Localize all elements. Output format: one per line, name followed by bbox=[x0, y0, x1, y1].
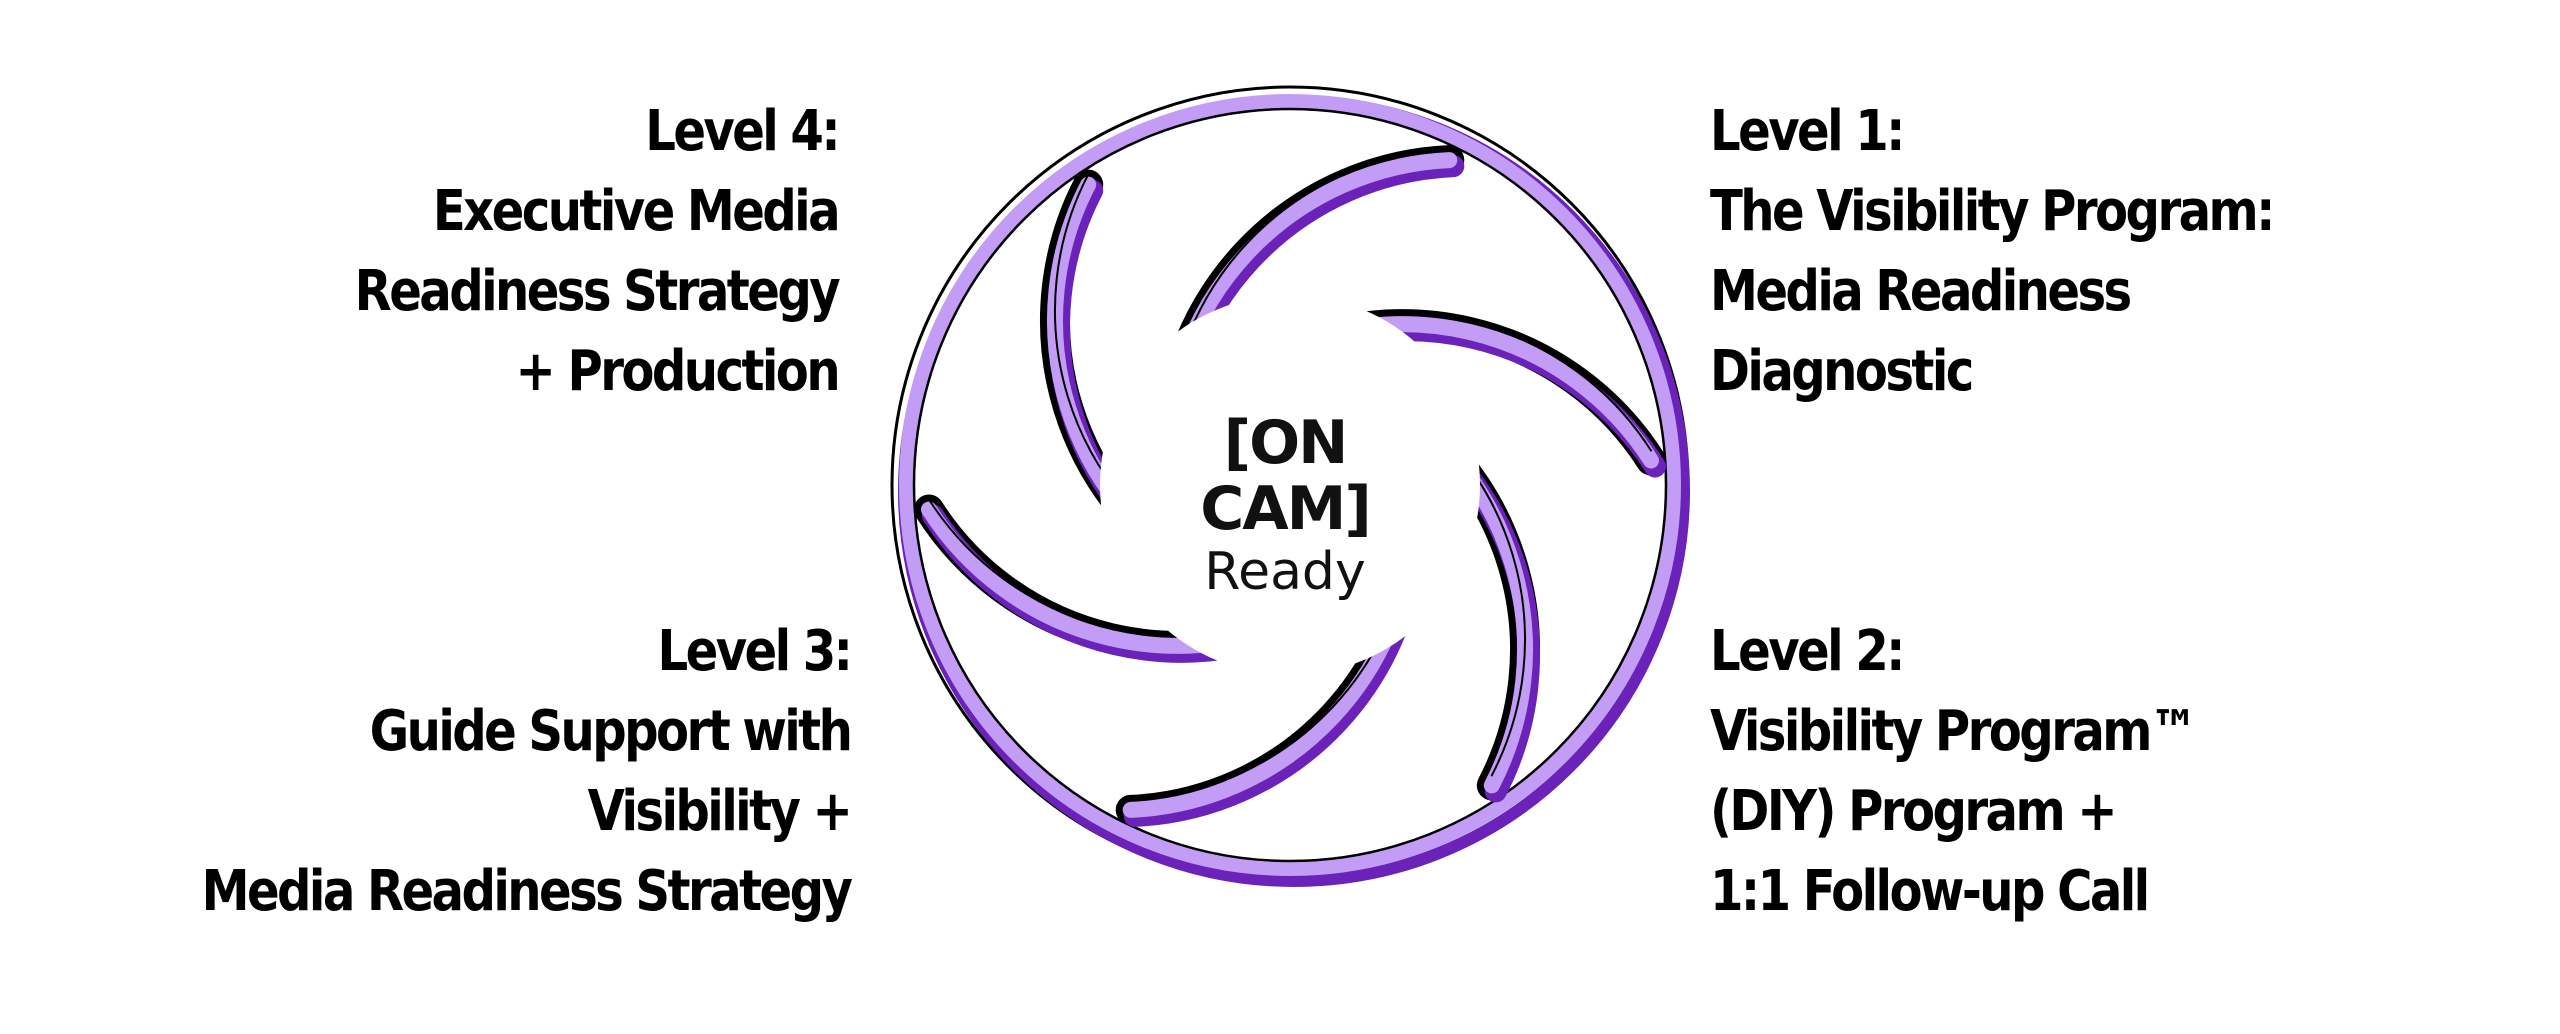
level-2-line-2: (DIY) Program + bbox=[1710, 779, 2118, 844]
level-4-line-1: Executive Media bbox=[432, 179, 841, 244]
outer-ring-light bbox=[899, 94, 1681, 876]
level-3-line-3: Media Readiness Strategy bbox=[201, 859, 852, 924]
level-1-label: Level 1: The Visibility Program: Media R… bbox=[1710, 92, 2275, 412]
level-2-line-3: 1:1 Follow-up Call bbox=[1710, 859, 2150, 924]
level-3-heading: Level 3: bbox=[657, 619, 852, 684]
level-2-heading: Level 2: bbox=[1710, 619, 1905, 684]
level-4-line-2: Readiness Strategy bbox=[354, 259, 841, 324]
aperture-blades bbox=[914, 145, 1666, 827]
level-4-heading: Level 4: bbox=[645, 99, 840, 164]
level-3-line-1: Guide Support with bbox=[369, 699, 852, 764]
level-1-line-2: Media Readiness bbox=[1710, 259, 2132, 324]
level-1-line-1: The Visibility Program: bbox=[1710, 179, 2275, 244]
level-4-line-3: + Production bbox=[515, 339, 840, 404]
center-disc bbox=[1100, 295, 1480, 675]
outer-ring-inner-outline bbox=[912, 107, 1668, 863]
aperture-rings bbox=[890, 85, 1690, 887]
logo-brand: [ON CAM] bbox=[1200, 408, 1372, 544]
level-3-label: Level 3: Guide Support with Visibility +… bbox=[201, 612, 852, 932]
aperture-icon bbox=[890, 85, 1690, 887]
level-1-heading: Level 1: bbox=[1710, 99, 1905, 164]
level-3-line-2: Visibility + bbox=[587, 779, 852, 844]
level-4-label: Level 4: Executive Media Readiness Strat… bbox=[354, 92, 841, 412]
oncam-ready-logo: [ON CAM] Ready bbox=[1130, 410, 1440, 602]
level-2-line-1: Visibility Program™ bbox=[1710, 699, 2198, 764]
level-2-label: Level 2: Visibility Program™ (DIY) Progr… bbox=[1710, 612, 2198, 932]
level-1-line-3: Diagnostic bbox=[1710, 339, 1974, 404]
logo-subtitle: Ready bbox=[1204, 542, 1366, 602]
